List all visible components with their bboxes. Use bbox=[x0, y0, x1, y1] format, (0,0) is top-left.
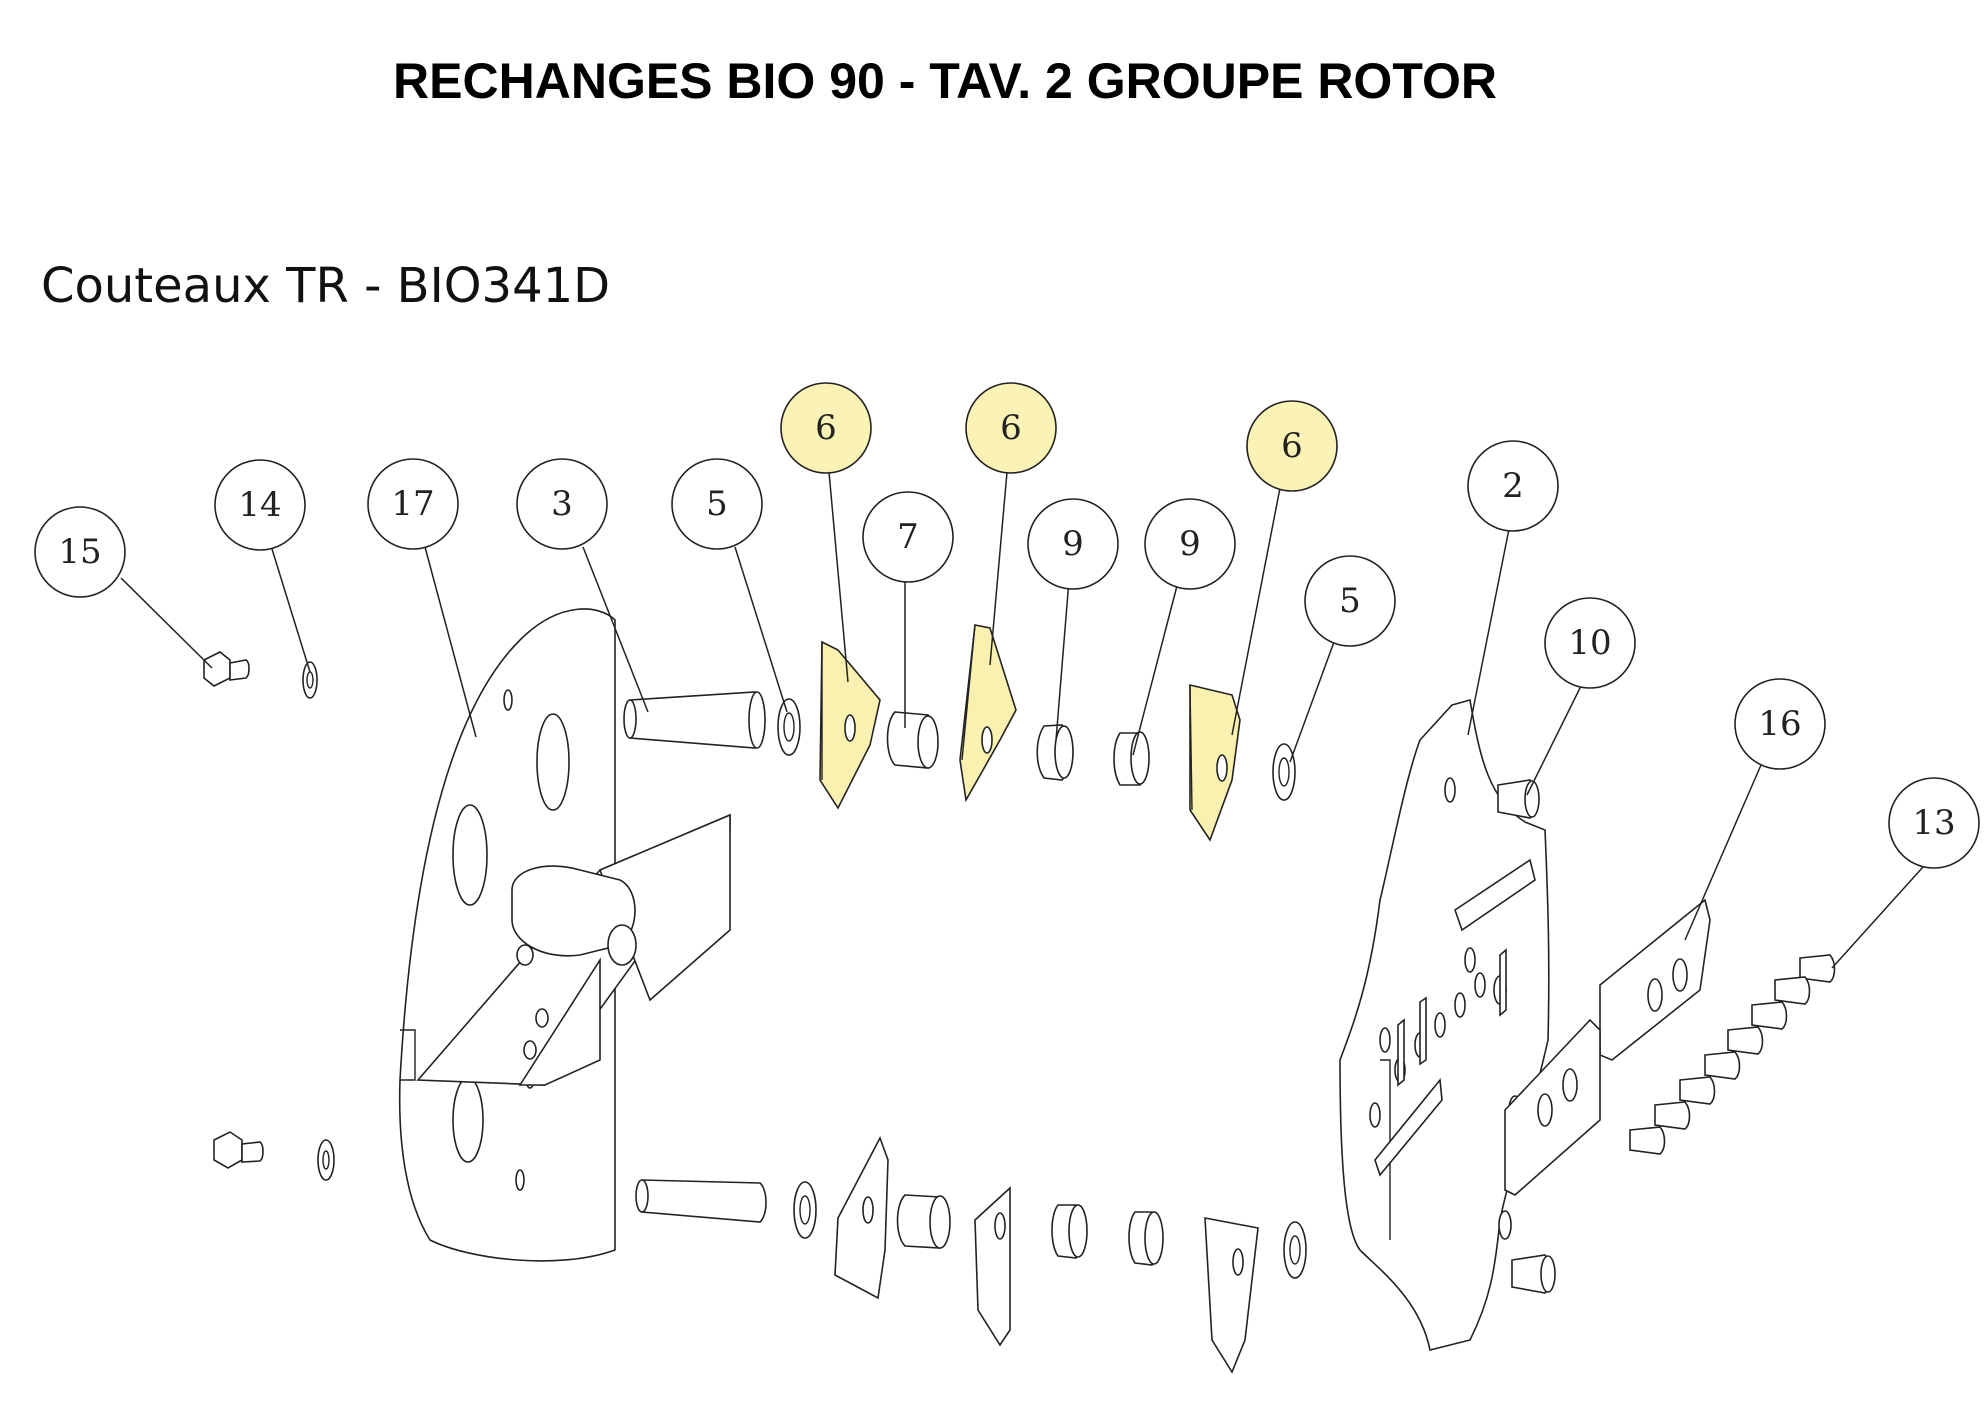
part-3-shaft-bottom bbox=[635, 1179, 767, 1223]
part-10-screw-bottom bbox=[1511, 1254, 1556, 1294]
callout-label: 3 bbox=[551, 484, 573, 524]
callout-9-second: 9 bbox=[1144, 498, 1236, 590]
callout-6-second: 6 bbox=[965, 382, 1057, 474]
part-5-washer-left-bottom bbox=[793, 1181, 817, 1239]
part-14-washer-top bbox=[302, 661, 318, 699]
part-9-spacer-1 bbox=[1036, 724, 1074, 781]
callout-label: 6 bbox=[815, 408, 837, 448]
callout-15: 15 bbox=[34, 506, 126, 598]
callout-label: 6 bbox=[1281, 426, 1303, 466]
part-7-spacer bbox=[886, 711, 939, 769]
part-5-washer-right bbox=[1272, 743, 1296, 801]
part-6-blade-1 bbox=[819, 640, 881, 810]
callout-7: 7 bbox=[862, 491, 954, 583]
callout-label: 9 bbox=[1179, 524, 1201, 564]
callout-label: 15 bbox=[58, 532, 101, 572]
callout-label: 6 bbox=[1000, 408, 1022, 448]
callout-label: 5 bbox=[706, 484, 728, 524]
callout-17: 17 bbox=[367, 458, 459, 550]
callout-5-right: 5 bbox=[1304, 555, 1396, 647]
part-13-screws bbox=[1629, 954, 1836, 1155]
callout-13: 13 bbox=[1888, 777, 1980, 869]
part-14-washer-bottom bbox=[317, 1139, 335, 1181]
blade-bottom-3 bbox=[1204, 1217, 1259, 1374]
callout-label: 17 bbox=[391, 484, 434, 524]
part-17-rotor-disc bbox=[398, 608, 731, 1262]
part-16-knife-lower bbox=[1504, 1018, 1601, 1196]
callouts: 15 14 17 3 5 6 7 6 bbox=[34, 382, 1980, 869]
callout-16: 16 bbox=[1734, 678, 1826, 770]
blade-bottom-2 bbox=[974, 1186, 1011, 1347]
callout-3: 3 bbox=[516, 458, 608, 550]
part-7-spacer-bottom bbox=[896, 1194, 951, 1249]
callout-label: 10 bbox=[1568, 623, 1611, 663]
callout-6-first: 6 bbox=[780, 382, 872, 474]
callout-label: 5 bbox=[1339, 581, 1361, 621]
callout-9-first: 9 bbox=[1027, 498, 1119, 590]
part-10-screw-top bbox=[1497, 779, 1540, 819]
part-15-bolt-bottom bbox=[213, 1131, 264, 1169]
part-15-bolt-top bbox=[203, 651, 250, 687]
part-16-knife-upper bbox=[1599, 898, 1711, 1061]
part-3-shaft-top bbox=[623, 691, 766, 749]
callout-label: 7 bbox=[897, 517, 919, 557]
page-title: RECHANGES BIO 90 - TAV. 2 GROUPE ROTOR bbox=[393, 53, 1497, 109]
part-5-washer-right-bottom bbox=[1283, 1221, 1307, 1279]
callout-label: 14 bbox=[238, 485, 281, 525]
callout-label: 16 bbox=[1758, 704, 1801, 744]
callout-label: 13 bbox=[1912, 803, 1955, 843]
blade-bottom-1 bbox=[834, 1136, 889, 1300]
callout-2: 2 bbox=[1467, 440, 1559, 532]
part-2-rotor-plate bbox=[1339, 698, 1550, 1351]
part-9-spacer-bottom-1 bbox=[1051, 1204, 1088, 1259]
part-9-spacer-2 bbox=[1113, 731, 1150, 786]
leader-lines bbox=[120, 471, 1924, 969]
callout-5-left: 5 bbox=[671, 458, 763, 550]
callout-label: 2 bbox=[1502, 466, 1524, 506]
callout-6-third: 6 bbox=[1246, 400, 1338, 492]
part-6-blade-3 bbox=[1189, 683, 1241, 842]
part-6-blade-2 bbox=[959, 624, 1017, 803]
part-5-washer-left bbox=[777, 698, 801, 756]
callout-label: 9 bbox=[1062, 524, 1084, 564]
page-subtitle: Couteaux TR - BIO341D bbox=[41, 258, 611, 314]
part-9-spacer-bottom-2 bbox=[1128, 1211, 1164, 1266]
callout-10: 10 bbox=[1544, 597, 1636, 689]
callout-14: 14 bbox=[214, 459, 306, 551]
